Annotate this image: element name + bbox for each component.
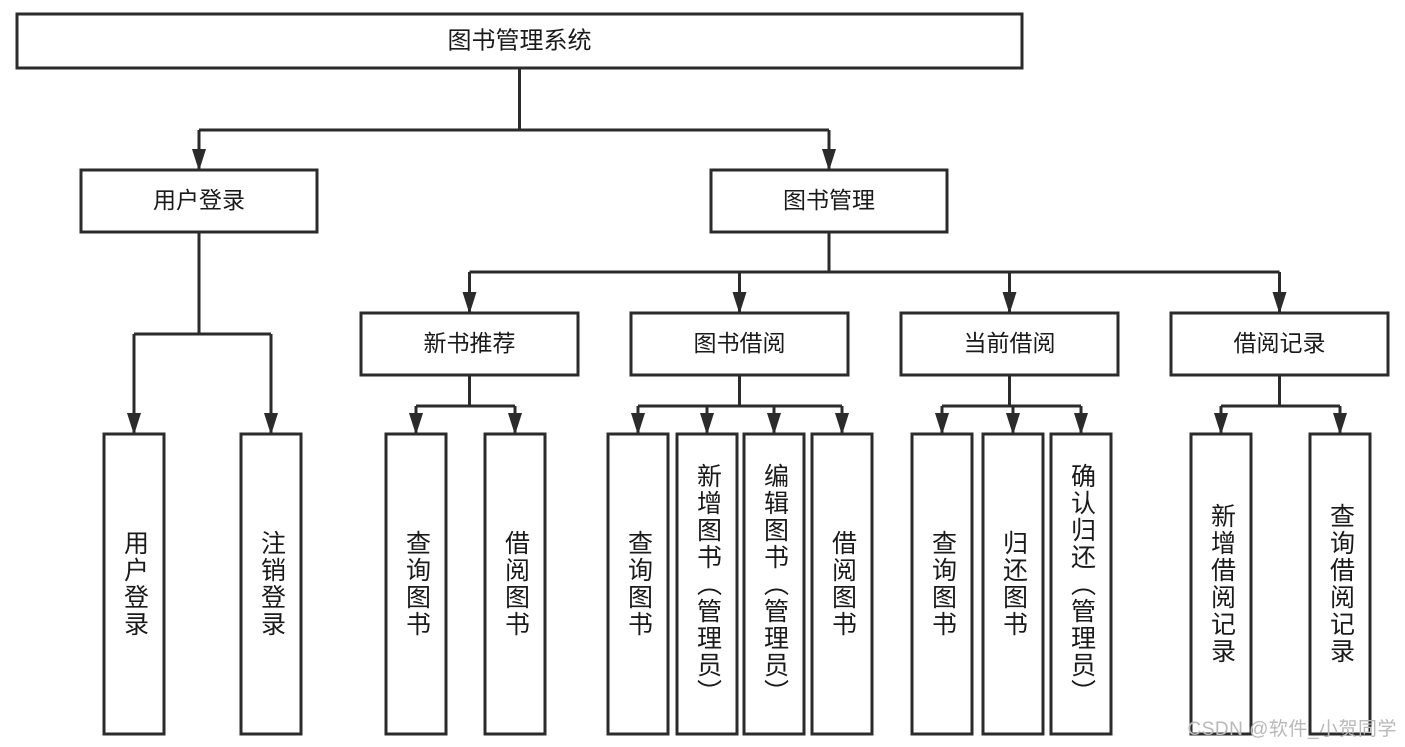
node-leaf-rec-add[interactable] (1189, 432, 1253, 736)
root-to-level2-arrow-1 (822, 149, 836, 171)
node-leaf-user-login[interactable] (102, 432, 166, 736)
bookadmin-to-level3-arrow-0 (462, 292, 477, 314)
leaf-user-login-arrow-1 (264, 413, 278, 435)
leaf-current-borrow-arrow-2 (1074, 413, 1088, 435)
node-leaf-cur-query[interactable] (910, 432, 974, 736)
node-book-admin-label: 图书管理 (783, 187, 875, 213)
node-leaf-rec-query-record[interactable] (1308, 432, 1372, 736)
node-current-borrow[interactable]: 当前借阅 (899, 311, 1120, 377)
leaf-current-borrow-arrow-0 (935, 413, 949, 435)
node-leaf-cur-confirm[interactable] (1049, 432, 1113, 736)
node-borrow-record-label: 借阅记录 (1234, 330, 1326, 356)
leaf-new-book-rec-arrow-1 (508, 413, 522, 435)
node-root-label: 图书管理系统 (448, 27, 592, 54)
leaf-book-borrow-arrow-1 (700, 413, 714, 435)
node-user-login-label: 用户登录 (153, 187, 245, 213)
watermark-text: CSDN @软件_小贺同学 (1187, 719, 1397, 740)
node-new-book-rec[interactable]: 新书推荐 (359, 311, 580, 377)
node-leaf-borrow-edit[interactable] (742, 432, 806, 736)
node-leaf-rec-query[interactable] (384, 432, 448, 736)
node-leaf-borrow-do[interactable] (810, 432, 874, 736)
bookadmin-to-level3-arrow-1 (732, 292, 747, 314)
node-leaf-borrow-query[interactable] (606, 432, 670, 736)
node-user-login[interactable]: 用户登录 (79, 168, 319, 234)
root-to-level2-arrow-0 (192, 149, 206, 171)
bookadmin-to-level3-arrow-3 (1272, 292, 1287, 314)
leaf-borrow-record-arrow-0 (1214, 413, 1228, 435)
leaf-user-login-arrow-0 (127, 413, 141, 435)
connector-layer (127, 68, 1347, 435)
node-book-admin[interactable]: 图书管理 (709, 168, 949, 234)
node-leaf-user-logout[interactable] (239, 432, 303, 736)
node-borrow-record[interactable]: 借阅记录 (1169, 311, 1390, 377)
leaf-book-borrow-arrow-3 (835, 413, 849, 435)
leaf-book-borrow-arrow-2 (767, 413, 781, 435)
node-current-borrow-label: 当前借阅 (964, 330, 1056, 356)
node-leaf-cur-return[interactable] (981, 432, 1045, 736)
node-book-borrow[interactable]: 图书借阅 (629, 311, 850, 377)
node-root[interactable]: 图书管理系统 (15, 12, 1024, 70)
leaf-new-book-rec-arrow-0 (409, 413, 423, 435)
node-leaf-borrow-add[interactable] (675, 432, 739, 736)
leaf-current-borrow-arrow-1 (1006, 413, 1020, 435)
leaf-borrow-record-arrow-1 (1333, 413, 1347, 435)
bookadmin-to-level3-arrow-2 (1002, 292, 1017, 314)
leaf-book-borrow-arrow-0 (631, 413, 645, 435)
node-new-book-rec-label: 新书推荐 (424, 330, 516, 356)
node-book-borrow-label: 图书借阅 (694, 330, 786, 356)
node-leaf-rec-borrow[interactable] (483, 432, 547, 736)
